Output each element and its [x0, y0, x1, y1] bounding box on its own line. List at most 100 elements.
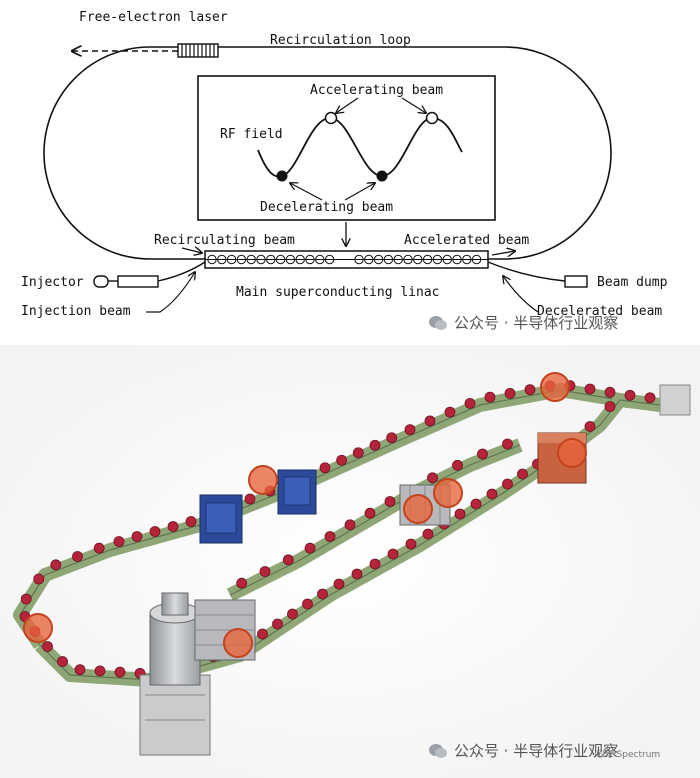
quadrupole-magnet [20, 593, 32, 605]
quadrupole-magnet [304, 542, 316, 554]
label-main-linac: Main superconducting linac [236, 285, 440, 300]
quadrupole-magnet [259, 566, 271, 577]
quadrupole-magnet [384, 496, 396, 507]
end-station [659, 384, 691, 416]
quadrupole-magnet [149, 526, 161, 537]
quadrupole-magnet [319, 462, 331, 474]
injection-path [157, 261, 206, 282]
recirculating-beam-arrow [181, 248, 202, 253]
label-free-electron-laser: Free-electron laser [79, 10, 228, 25]
watermark-bottom: 公众号 · 半导体行业观察 [428, 740, 618, 761]
highlight-marker [23, 613, 53, 643]
quadrupole-magnet [236, 577, 248, 589]
highlight-markers [23, 372, 587, 658]
main-linac [204, 250, 489, 269]
label-accelerated-beam: Accelerated beam [404, 233, 530, 248]
quadrupole-magnet [464, 397, 476, 409]
quadrupole-magnet [452, 459, 463, 471]
image-credit: IEEE Spectrum [594, 750, 661, 760]
quadrupole-magnet [33, 573, 45, 585]
quadrupole-magnet [644, 392, 656, 404]
quadrupole-magnet [74, 664, 86, 676]
rf-field-inset [197, 75, 496, 221]
highlight-marker [540, 372, 570, 402]
accelerated-beam-arrow [491, 251, 515, 255]
quadrupole-magnet [352, 447, 364, 459]
dipole-magnets [199, 469, 317, 544]
quadrupole-magnet [484, 391, 496, 403]
accelerating-bunch-1 [324, 111, 338, 125]
quadrupole-magnet [364, 507, 376, 519]
highlight-marker [557, 438, 587, 468]
accelerator-render [0, 345, 700, 778]
quadrupole-magnet [477, 448, 488, 460]
quadrupole-magnet [42, 641, 53, 652]
quadrupole-magnet [317, 588, 328, 600]
quadrupole-magnet [336, 454, 348, 466]
label-injector: Injector [21, 275, 84, 290]
quadrupole-magnet [369, 439, 381, 451]
quadrupole-magnet [604, 386, 616, 398]
quadrupole-magnet [324, 531, 336, 542]
quadrupole-magnet [244, 493, 256, 505]
highlight-marker [403, 494, 433, 524]
quadrupole-magnet [282, 554, 294, 566]
erl-schematic-diagram [43, 43, 612, 313]
injection-beam-pointer [146, 272, 195, 313]
quadrupole-magnet [272, 618, 283, 630]
label-recirculating-beam: Recirculating beam [154, 233, 295, 248]
label-recirculation-loop: Recirculation loop [270, 33, 411, 48]
label-rf-field: RF field [220, 127, 283, 142]
highlight-marker [433, 478, 463, 508]
quadrupole-magnet [624, 389, 636, 401]
quadrupole-magnet [257, 628, 268, 640]
quadrupole-magnet [422, 528, 434, 540]
quadrupole-magnet [93, 542, 105, 554]
quadrupole-magnet [604, 401, 616, 412]
injector-icon [93, 275, 159, 288]
decelerating-bunch-1 [276, 170, 288, 182]
quadrupole-magnet [72, 551, 83, 562]
quadrupole-magnet [287, 608, 298, 620]
quadrupole-magnet [424, 415, 436, 427]
quadrupole-magnet [113, 536, 125, 547]
wechat-icon [429, 315, 447, 330]
quadrupole-magnet [333, 578, 345, 590]
quadrupole-magnet [387, 548, 399, 560]
quadrupole-magnet [470, 498, 482, 510]
quadrupole-magnet [131, 531, 143, 542]
decelerated-beam-pointer [503, 276, 539, 313]
wechat-icon [429, 743, 447, 758]
recirculation-loop-path [43, 46, 612, 260]
quadrupole-magnet [57, 656, 68, 667]
label-accelerating-beam: Accelerating beam [310, 83, 444, 98]
quadrupole-magnet [486, 488, 498, 500]
dump-path [487, 261, 566, 282]
quadrupole-magnet [584, 421, 596, 432]
quadrupole-magnet [185, 516, 197, 527]
accelerating-bunch-2 [425, 111, 439, 125]
injector-tower [139, 592, 211, 756]
watermark-top: 公众号 · 半导体行业观察 [428, 312, 618, 333]
decelerating-bunch-2 [376, 170, 388, 182]
quadrupole-magnet [517, 468, 528, 480]
quadrupole-magnet [369, 558, 381, 570]
label-beam-dump: Beam dump [597, 275, 668, 290]
label-decelerated-beam: Decelerated beam [537, 304, 663, 319]
quadrupole-magnet [404, 424, 416, 436]
quadrupole-magnet [524, 384, 536, 396]
beam-dump-icon [564, 275, 588, 288]
quadrupole-magnet [454, 508, 466, 520]
quadrupole-magnet [502, 478, 513, 490]
quadrupole-magnet [94, 665, 106, 677]
quadrupole-magnet [504, 387, 516, 399]
quadrupole-magnet [302, 598, 313, 610]
watermark-top-text: 公众号 · 半导体行业观察 [454, 314, 619, 332]
quadrupole-magnet [427, 472, 438, 484]
label-injection-beam: Injection beam [21, 304, 131, 319]
quadrupole-magnet [444, 406, 456, 418]
highlight-marker [248, 465, 278, 495]
watermark-bottom-text: 公众号 · 半导体行业观察 [454, 742, 619, 760]
quadrupole-magnet [50, 559, 62, 571]
label-decelerating-beam: Decelerating beam [260, 200, 394, 215]
